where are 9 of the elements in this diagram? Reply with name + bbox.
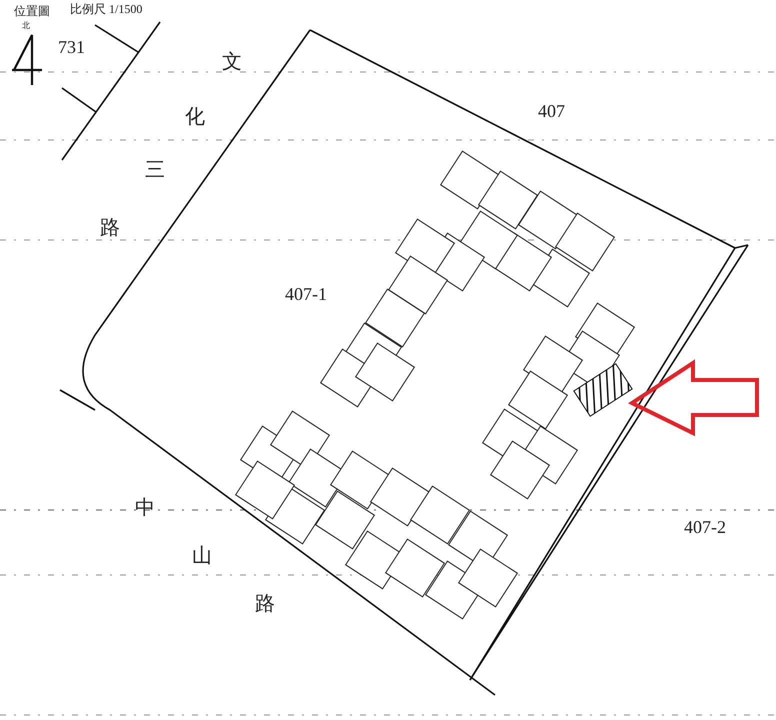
lot-number: 731 [58, 38, 85, 56]
lot-number: 407-2 [684, 518, 726, 536]
road-name: 文化三路 [99, 52, 243, 241]
road-name: 中山路 [134, 498, 276, 616]
lot-number: 407-1 [285, 285, 327, 303]
scale-note: 比例尺 1/1500 [70, 3, 142, 15]
lot-number: 407 [538, 102, 565, 120]
north-label: 北 [22, 22, 30, 30]
drawing-title: 位置圖 [14, 3, 50, 20]
